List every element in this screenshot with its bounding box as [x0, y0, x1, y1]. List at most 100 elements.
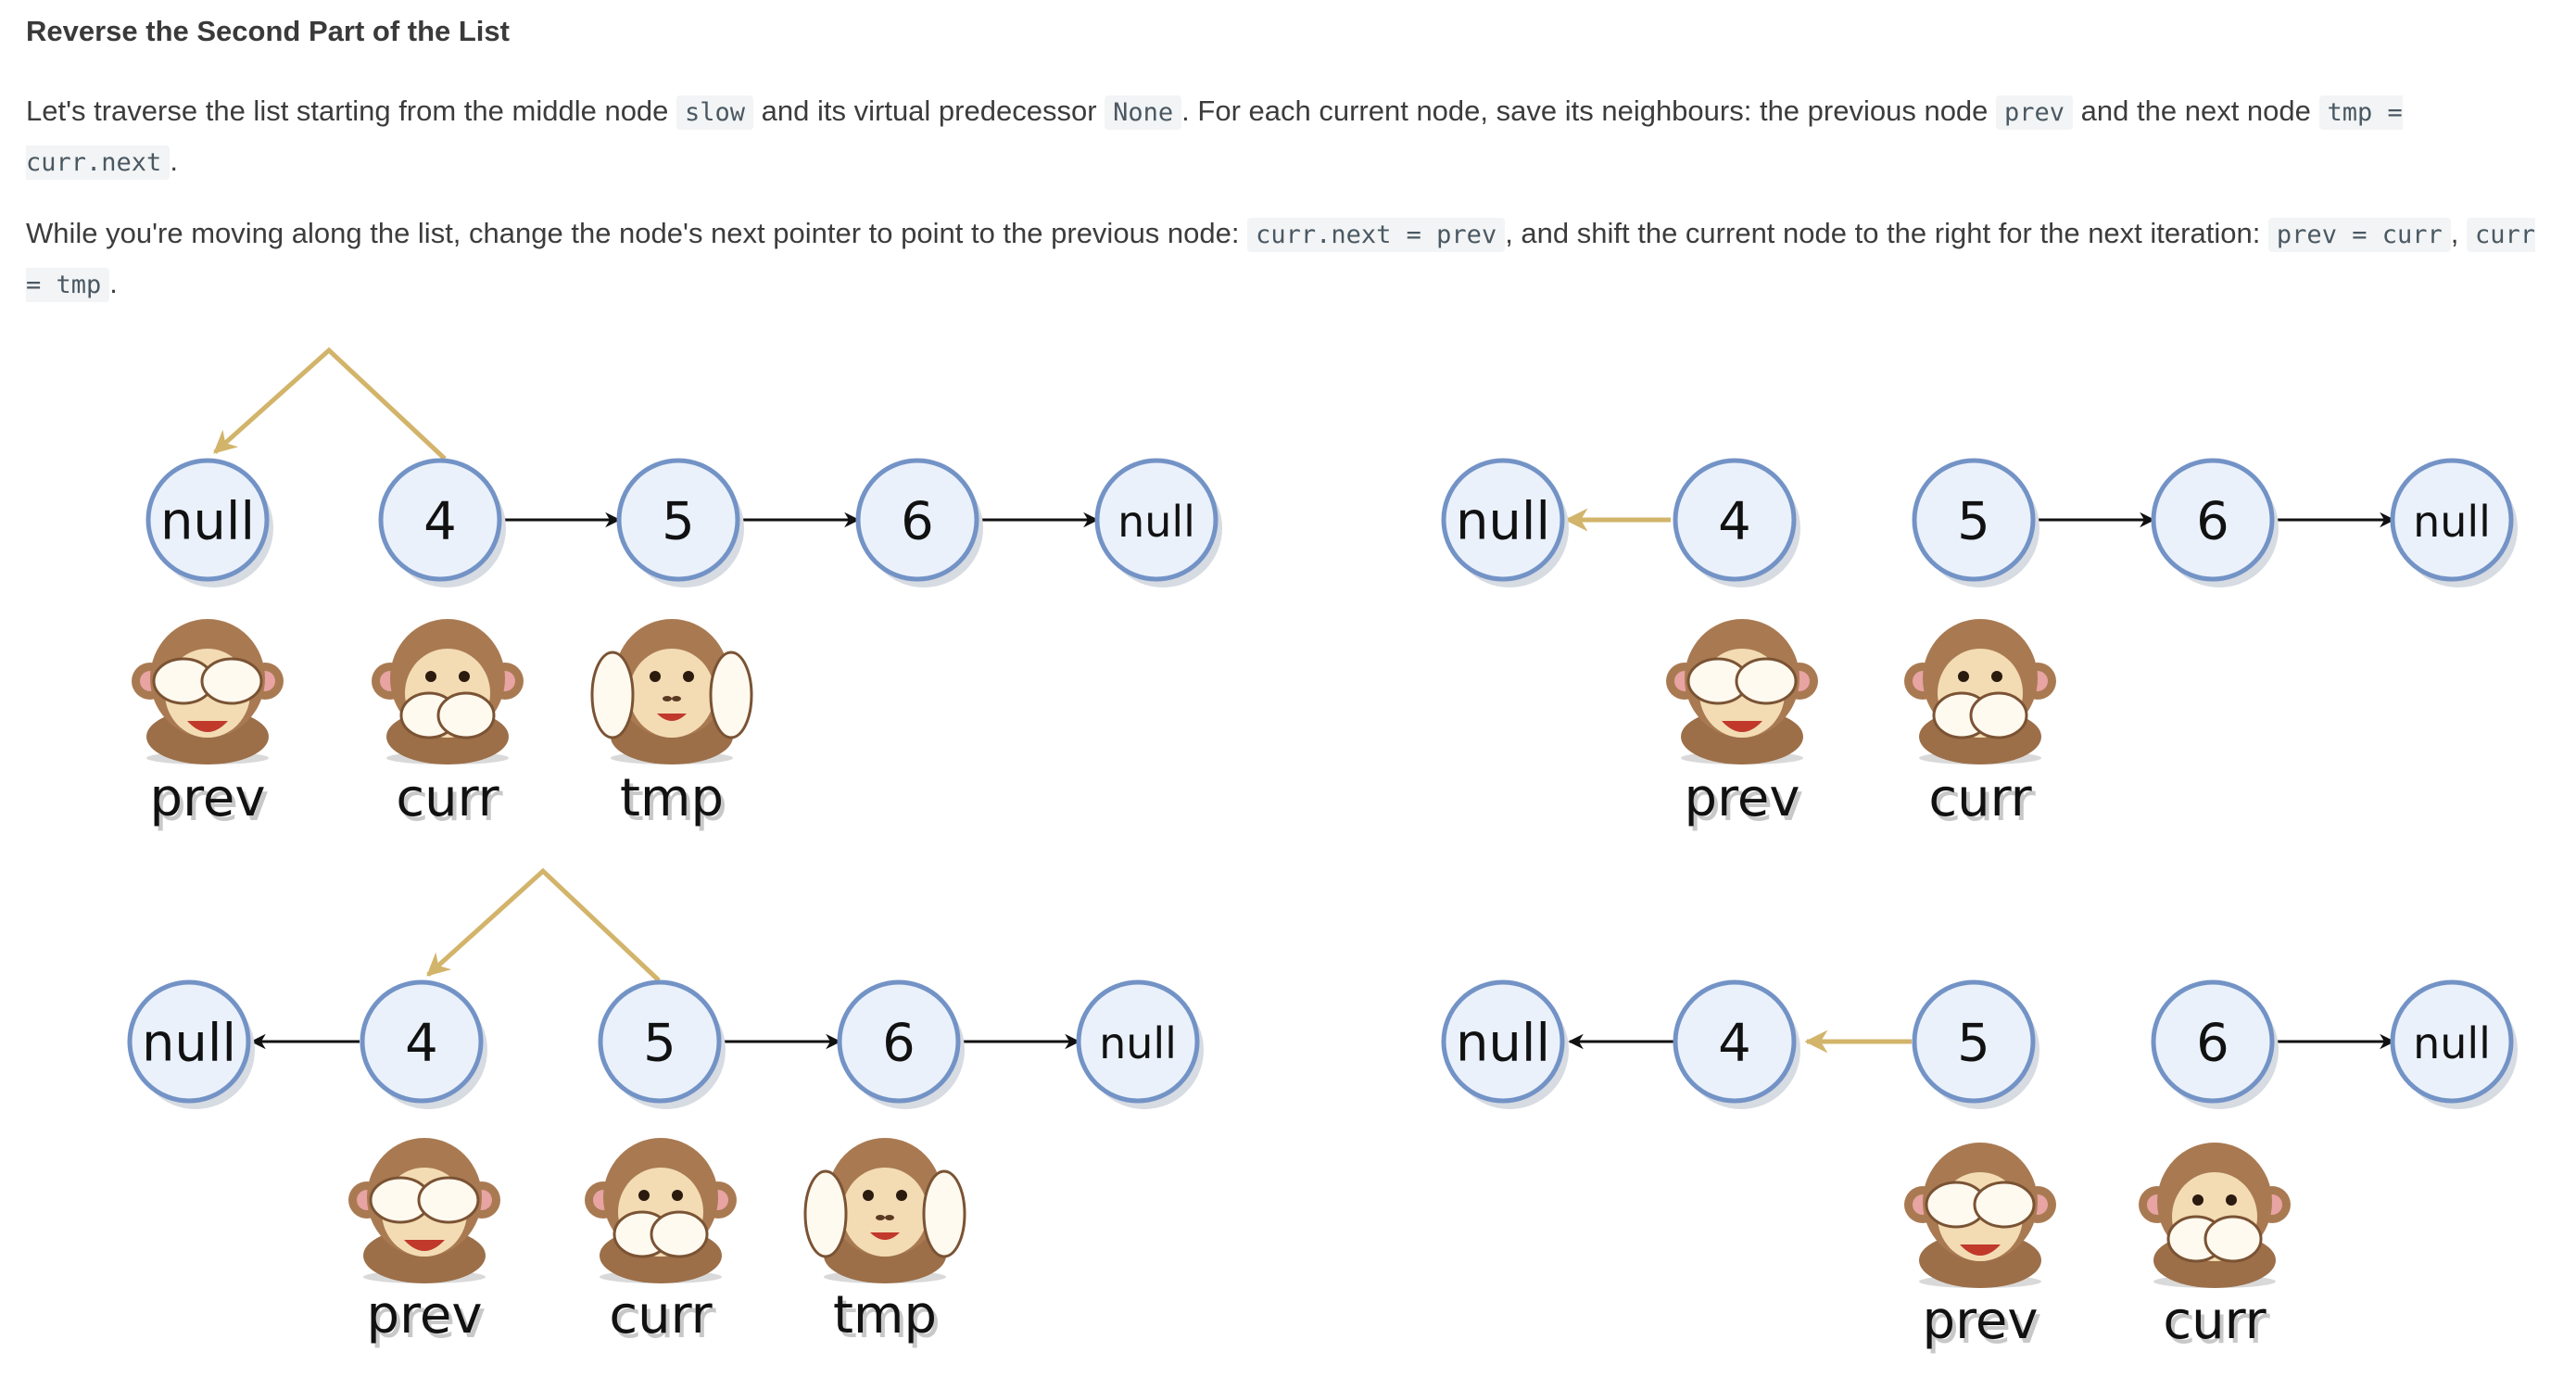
node-circle [1912, 458, 2036, 582]
list-node: 5 [598, 979, 726, 1109]
paragraph-2-text-1: While you're moving along the list, chan… [26, 217, 1248, 249]
node-label: null [1099, 1018, 1177, 1068]
list-node: null [1076, 979, 1204, 1109]
role-label-prev: prev [150, 768, 266, 828]
role-label-prev: prev [1923, 1291, 2039, 1351]
list-node: null [2390, 979, 2518, 1109]
hear-no-evil-monkey-icon [590, 619, 753, 764]
node-circle [837, 979, 961, 1104]
role-label-shadow: curr [2166, 1295, 2270, 1356]
role-label-shadow: tmp [624, 773, 727, 833]
paragraph-1-text-5: . [170, 145, 178, 177]
see-no-evil-monkey-icon [348, 1138, 500, 1283]
role-label-curr: curr [1928, 768, 2032, 828]
role-label-shadow: prev [1688, 773, 1804, 833]
list-node: 4 [378, 458, 506, 587]
node-label: 4 [1718, 492, 1751, 552]
node-label: null [1456, 1014, 1550, 1074]
node-circle [1673, 979, 1797, 1104]
list-node: null [1441, 979, 1569, 1109]
paragraph-2: While you're moving along the list, chan… [26, 209, 2546, 310]
role-label-shadow: prev [154, 773, 270, 833]
paragraph-1-text-2: and its virtual predecessor [753, 95, 1105, 127]
node-circle [2151, 979, 2275, 1104]
node-circle [2390, 979, 2514, 1104]
node-label: null [1456, 492, 1550, 552]
list-node: null [1441, 458, 1569, 587]
list-node: null [127, 979, 255, 1109]
list-node: 6 [855, 458, 983, 587]
node-circle [1441, 979, 1565, 1104]
node-circle [2390, 458, 2514, 582]
see-no-evil-monkey-icon [1904, 1143, 2056, 1288]
list-node: 5 [1912, 979, 2039, 1109]
role-label-curr: curr [396, 768, 499, 828]
node-label: 4 [1718, 1014, 1751, 1074]
code-prev: prev [1996, 95, 2074, 130]
code-slow: slow [676, 95, 754, 130]
role-label-tmp: tmp [620, 768, 724, 828]
node-label: 4 [423, 492, 457, 552]
list-node: 6 [2151, 979, 2279, 1109]
node-label: 6 [2196, 1014, 2229, 1074]
arc-arrow-curr-to-prev [426, 867, 661, 982]
role-label-shadow: curr [612, 1290, 716, 1350]
paragraph-1-text-4: and the next node [2073, 95, 2319, 127]
role-label-prev: prev [1685, 768, 1800, 828]
node-label: null [160, 492, 255, 552]
role-label-shadow: prev [1926, 1295, 2042, 1356]
node-label: null [142, 1014, 236, 1074]
node-circle [1673, 458, 1797, 582]
node-circle [378, 458, 502, 582]
section-heading: Reverse the Second Part of the List [26, 15, 510, 47]
list-node: 6 [837, 979, 965, 1109]
node-circle [616, 458, 740, 582]
node-label: 5 [1957, 1014, 1990, 1074]
paragraph-1-text-1: Let's traverse the list starting from th… [26, 95, 677, 127]
node-label: null [1118, 497, 1195, 547]
list-node: 5 [616, 458, 744, 587]
role-label-curr: curr [2163, 1291, 2267, 1351]
node-label: 6 [882, 1014, 915, 1074]
node-label: null [2413, 1018, 2491, 1068]
list-node: 5 [1912, 458, 2039, 587]
node-label: 5 [1957, 492, 1990, 552]
list-node: 6 [2151, 458, 2279, 587]
code-next-assign: curr.next = prev [1247, 218, 1506, 252]
speak-no-evil-monkey-icon [372, 619, 524, 764]
list-node: 4 [360, 979, 487, 1109]
hear-no-evil-monkey-icon [803, 1138, 966, 1283]
node-label: null [2413, 497, 2491, 547]
role-label-shadow: prev [371, 1290, 486, 1350]
node-label: 6 [2196, 492, 2229, 552]
node-circle [2151, 458, 2275, 582]
see-no-evil-monkey-icon [132, 619, 284, 764]
code-none: None [1105, 95, 1182, 130]
paragraph-2-text-3: , [2450, 217, 2467, 249]
node-label: 5 [643, 1014, 676, 1074]
node-label: 4 [405, 1014, 438, 1074]
list-node: null [145, 458, 273, 587]
role-label-shadow: curr [1932, 773, 2036, 833]
node-circle [1094, 458, 1219, 582]
role-label-tmp: tmp [833, 1285, 937, 1345]
role-label-curr: curr [609, 1285, 713, 1345]
node-circle [145, 458, 270, 582]
node-circle [598, 979, 722, 1104]
speak-no-evil-monkey-icon [1904, 619, 2056, 764]
role-label-shadow: curr [399, 773, 503, 833]
node-circle [360, 979, 484, 1104]
list-node: 4 [1673, 458, 1800, 587]
arc-arrow-curr-to-prev [213, 347, 447, 461]
node-label: 6 [901, 492, 934, 552]
node-label: 5 [662, 492, 695, 552]
node-circle [127, 979, 251, 1104]
paragraph-2-text-4: . [109, 267, 118, 299]
role-label-shadow: tmp [837, 1290, 941, 1350]
node-circle [855, 458, 979, 582]
speak-no-evil-monkey-icon [585, 1138, 737, 1283]
speak-no-evil-monkey-icon [2139, 1143, 2291, 1288]
